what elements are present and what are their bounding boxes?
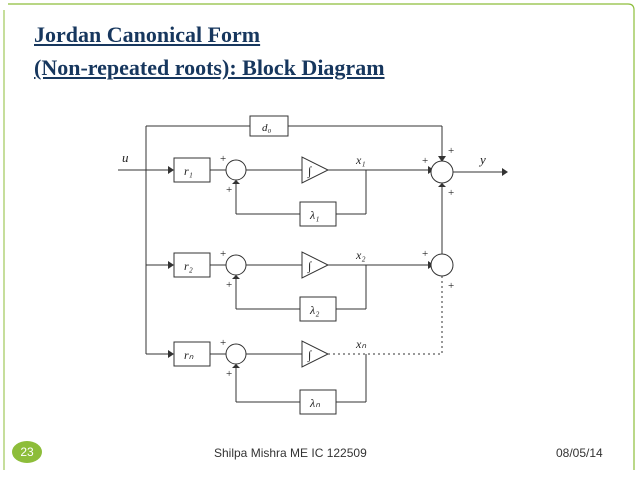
row-n: rₙ + + ∫ xₙ λₙ [146,337,442,415]
svg-text:+: + [220,153,226,165]
slide-title-line-1: Jordan Canonical Form [34,22,261,47]
svg-text:+: + [220,337,226,349]
feedback-block-n [299,389,337,415]
summer-1 [225,159,247,181]
state-label-x2: x₂ [355,248,366,262]
svg-text:+: + [448,145,454,157]
input-label: u [122,150,129,165]
integrator-symbol-1: ∫ [307,164,312,178]
gain-label-rn: rₙ [184,348,194,362]
feedback-label-n: λₙ [309,396,320,410]
row-1: r₁ + + ∫ x₁ λ₁ [146,153,434,227]
integrator-n [301,340,330,368]
row-2: r₂ + + ∫ x₂ λ₂ [146,248,434,322]
svg-text:+: + [226,279,232,291]
output-summer-2 [430,253,454,277]
feedback-block-2 [299,296,337,322]
svg-text:+: + [226,184,232,196]
svg-text:+: + [448,187,454,199]
feedback-label-1: λ₁ [309,208,319,222]
integrator-symbol-2: ∫ [307,259,312,273]
feedthrough-label: d₀ [262,122,272,134]
summer-2 [225,254,247,276]
integrator-2 [301,251,330,279]
output-label: y [478,152,486,167]
integrator-1 [301,156,330,184]
gain-block-rn [173,341,211,367]
svg-text:+: + [422,248,428,260]
svg-text:+: + [220,248,226,260]
block-diagram: u d₀ r₁ + + ∫ x₁ λ₁ [118,115,508,415]
svg-text:+: + [226,368,232,380]
summer-n [225,343,247,365]
gain-label-r2: r₂ [184,259,193,273]
state-label-x1: x₁ [355,153,366,167]
feedback-block-1 [299,201,337,227]
slide-number-badge: 23 [12,441,42,463]
output-summer [430,160,454,184]
integrator-symbol-n: ∫ [307,348,312,362]
gain-block-r2 [173,252,211,278]
slide-title-line-2: (Non-repeated roots): Block Diagram [34,55,385,80]
footer-author: Shilpa Mishra ME IC 122509 [214,446,367,460]
gain-block-r1 [173,157,211,183]
feedback-label-2: λ₂ [309,303,319,317]
footer-date: 08/05/14 [556,446,603,460]
gain-label-r1: r₁ [184,164,193,178]
svg-text:+: + [448,280,454,292]
svg-text:+: + [422,155,428,167]
state-label-xn: xₙ [355,337,366,351]
